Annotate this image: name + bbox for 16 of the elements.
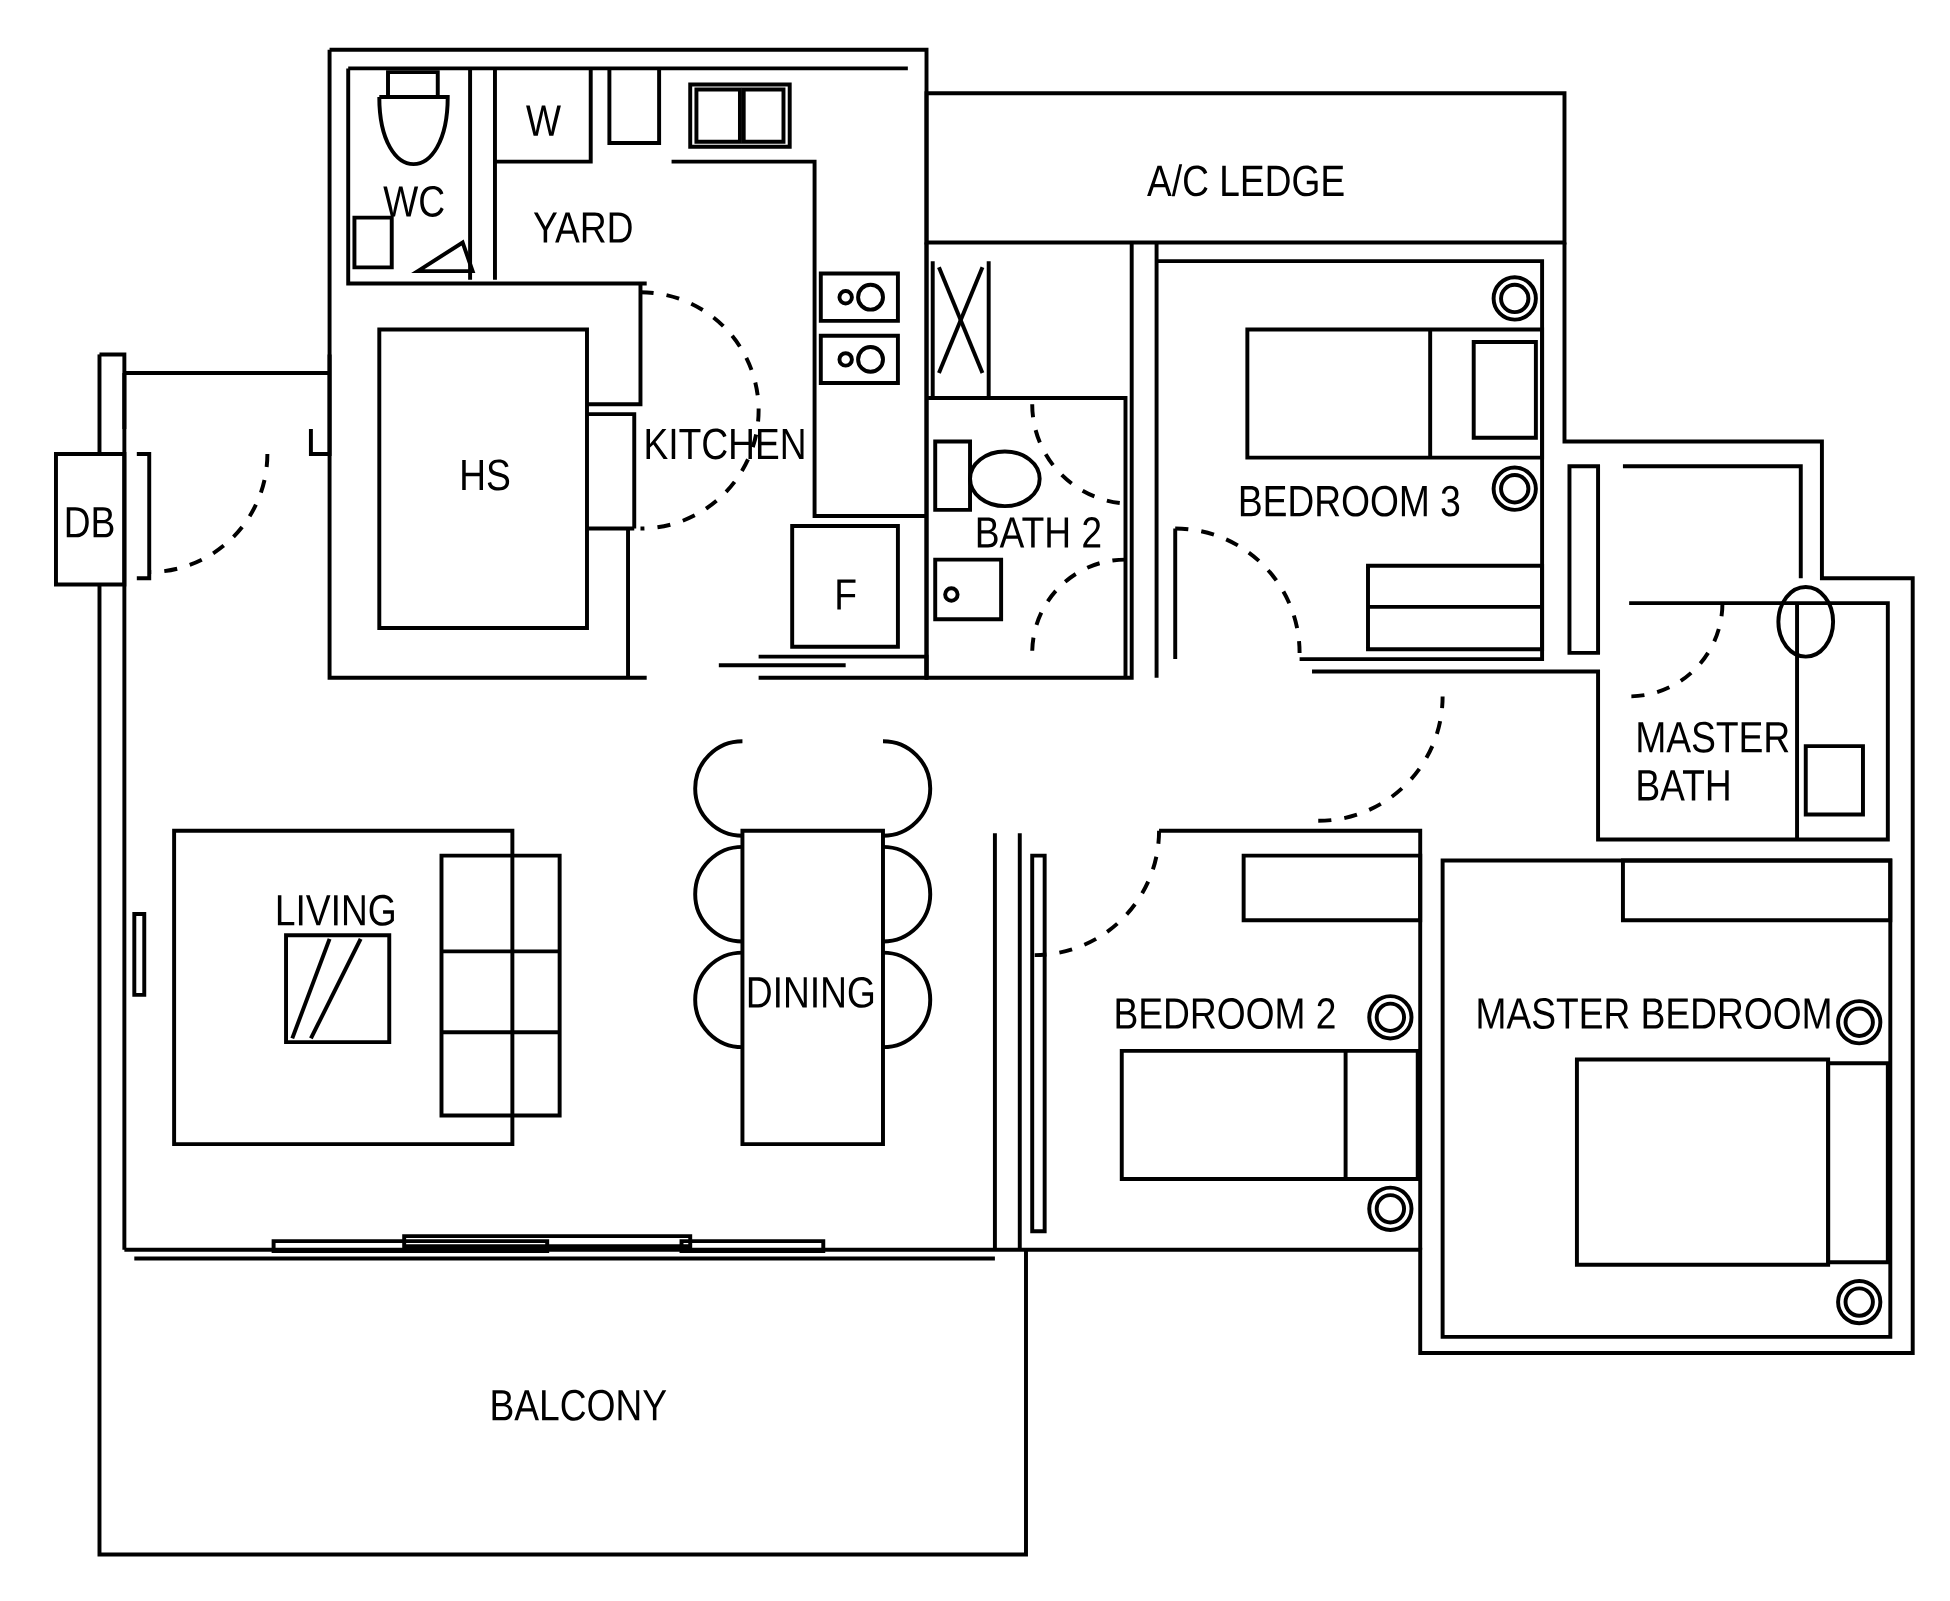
- room-label: DB: [66, 507, 114, 538]
- room-label: BALCONY: [492, 1390, 667, 1421]
- room-label: YARD: [533, 212, 632, 243]
- room-label: MASTER BEDROOM: [1478, 998, 1830, 1030]
- room-label: F: [837, 579, 856, 610]
- room-label: HS: [462, 459, 510, 491]
- room-label: W: [526, 105, 561, 136]
- room-label: BEDROOM 3: [1240, 485, 1460, 517]
- room-label: BATH 2: [977, 517, 1101, 548]
- room-label: DINING: [748, 977, 874, 1009]
- room-label: LIVING: [277, 895, 394, 926]
- room-label: A/C LEDGE: [1147, 164, 1344, 197]
- room-label: BEDROOM 2: [1116, 998, 1335, 1030]
- room-label: MASTER BATH: [1638, 722, 1789, 801]
- room-label: KITCHEN: [646, 428, 804, 460]
- room-label: WC: [383, 186, 444, 218]
